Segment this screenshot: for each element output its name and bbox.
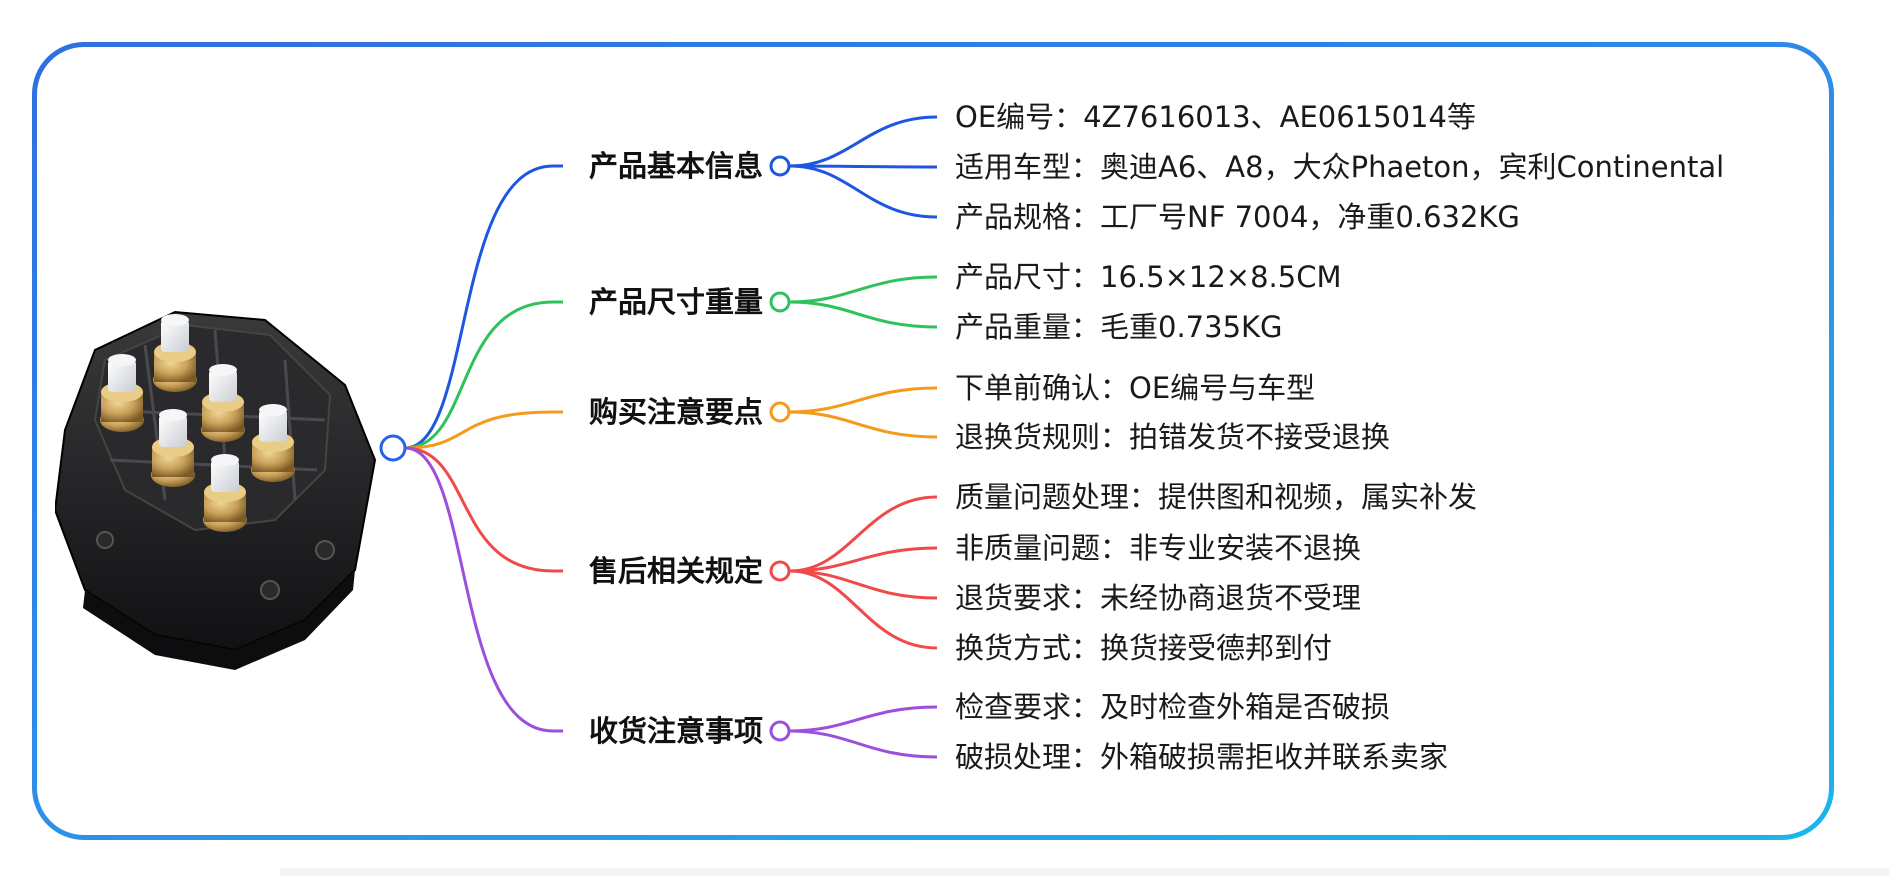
leaf-after-sales-2[interactable]: 退货要求：未经协商退货不受理 xyxy=(955,581,1362,615)
leaf-basic-0-connector xyxy=(789,115,938,168)
leaf-size-1-connector xyxy=(789,300,938,329)
leaf-receiving-0-connector xyxy=(789,705,938,733)
leaf-buy-0[interactable]: 下单前确认：OE编号与车型 xyxy=(955,371,1316,405)
branch-buy-connector xyxy=(404,410,563,450)
topic-buy[interactable]: 购买注意要点 xyxy=(588,395,763,429)
root-node[interactable] xyxy=(379,434,407,462)
air-suspension-valve-block-image xyxy=(55,310,377,670)
branch-receiving-node[interactable] xyxy=(769,720,791,742)
leaf-after-sales-3[interactable]: 换货方式：换货接受德邦到付 xyxy=(955,631,1333,665)
branch-buy-node[interactable] xyxy=(769,401,791,423)
topic-basic[interactable]: 产品基本信息 xyxy=(588,149,763,183)
leaf-basic-2-connector xyxy=(789,164,938,219)
branch-size-connector xyxy=(404,300,563,450)
leaf-after-sales-3-connector xyxy=(789,569,938,650)
bottom-scroll-strip xyxy=(280,868,1889,876)
topic-receiving[interactable]: 收货注意事项 xyxy=(588,714,763,748)
branch-receiving-connector xyxy=(404,446,563,733)
leaf-size-0-connector xyxy=(789,275,938,304)
branch-size-node[interactable] xyxy=(769,291,791,313)
leaf-after-sales-0[interactable]: 质量问题处理：提供图和视频，属实补发 xyxy=(955,480,1478,514)
leaf-after-sales-2-connector xyxy=(789,569,938,600)
leaf-receiving-0[interactable]: 检查要求：及时检查外箱是否破损 xyxy=(955,690,1391,724)
leaf-buy-1-connector xyxy=(789,410,938,439)
leaf-after-sales-0-connector xyxy=(789,495,938,573)
leaf-basic-1-connector xyxy=(789,164,938,169)
leaf-buy-1[interactable]: 退换货规则：拍错发货不接受退换 xyxy=(955,420,1391,454)
branch-basic-connector xyxy=(404,164,563,450)
leaf-receiving-1-connector xyxy=(789,729,938,759)
branch-basic-node[interactable] xyxy=(769,155,791,177)
leaf-buy-0-connector xyxy=(789,386,938,414)
leaf-size-0[interactable]: 产品尺寸：16.5×12×8.5CM xyxy=(955,260,1342,294)
leaf-basic-2[interactable]: 产品规格：工厂号NF 7004，净重0.632KG xyxy=(955,200,1520,234)
leaf-receiving-1[interactable]: 破损处理：外箱破损需拒收并联系卖家 xyxy=(955,740,1449,774)
branch-after-sales-connector xyxy=(404,446,563,573)
leaf-after-sales-1-connector xyxy=(789,546,938,573)
topic-after-sales[interactable]: 售后相关规定 xyxy=(588,554,763,588)
topic-size[interactable]: 产品尺寸重量 xyxy=(588,285,763,319)
branch-after-sales-node[interactable] xyxy=(769,560,791,582)
leaf-after-sales-1[interactable]: 非质量问题：非专业安装不退换 xyxy=(955,531,1362,565)
leaf-basic-0[interactable]: OE编号：4Z7616013、AE0615014等 xyxy=(955,100,1476,134)
leaf-basic-1[interactable]: 适用车型：奥迪A6、A8，大众Phaeton，宾利Continental xyxy=(955,150,1725,184)
leaf-size-1[interactable]: 产品重量：毛重0.735KG xyxy=(955,310,1283,344)
